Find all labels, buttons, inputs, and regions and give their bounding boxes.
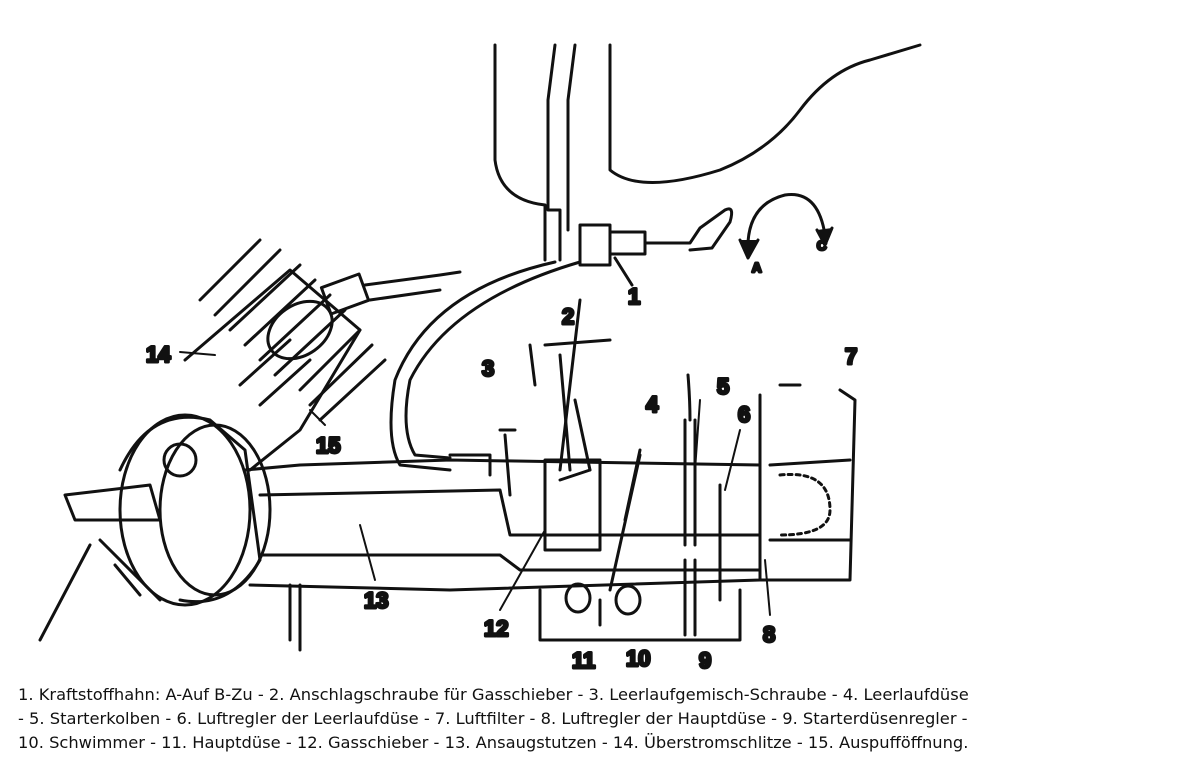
caption-line-2: - 5. Starterkolben - 6. Luftregler der L… bbox=[18, 709, 968, 728]
spark-plug bbox=[319, 270, 462, 316]
label-4: 4 bbox=[646, 392, 659, 417]
label-9: 9 bbox=[699, 648, 711, 673]
carburetor-engine-diagram: 1 2 3 4 5 6 7 8 9 10 11 12 13 14 15 A C bbox=[38, 43, 922, 675]
caption: 1. Kraftstoffhahn: A-Auf B-Zu - 2. Ansch… bbox=[18, 683, 1188, 755]
tap-rotation-arrow bbox=[738, 193, 834, 260]
label-10: 10 bbox=[626, 646, 650, 671]
label-15: 15 bbox=[316, 433, 340, 458]
label-14: 14 bbox=[146, 342, 171, 367]
label-8: 8 bbox=[763, 622, 775, 647]
label-7: 7 bbox=[845, 344, 857, 369]
fuel-tank bbox=[493, 43, 922, 262]
label-A: A bbox=[752, 260, 762, 275]
label-5: 5 bbox=[717, 374, 729, 399]
leader-lines bbox=[179, 351, 771, 616]
fuel-tap bbox=[578, 207, 734, 287]
crankcase bbox=[38, 413, 272, 642]
caption-line-3: 10. Schwimmer - 11. Hauptdüse - 12. Gass… bbox=[18, 733, 969, 752]
carburetor-body bbox=[243, 298, 762, 652]
caption-line-1: 1. Kraftstoffhahn: A-Auf B-Zu - 2. Ansch… bbox=[18, 685, 969, 704]
label-C: C bbox=[817, 238, 827, 253]
label-1: 1 bbox=[628, 284, 640, 309]
label-3: 3 bbox=[482, 356, 494, 381]
label-11: 11 bbox=[572, 648, 595, 673]
label-2: 2 bbox=[562, 304, 574, 329]
fuel-line bbox=[389, 260, 582, 472]
label-13: 13 bbox=[364, 588, 388, 613]
label-6: 6 bbox=[738, 402, 750, 427]
air-filter bbox=[758, 383, 857, 582]
label-12: 12 bbox=[484, 616, 508, 641]
